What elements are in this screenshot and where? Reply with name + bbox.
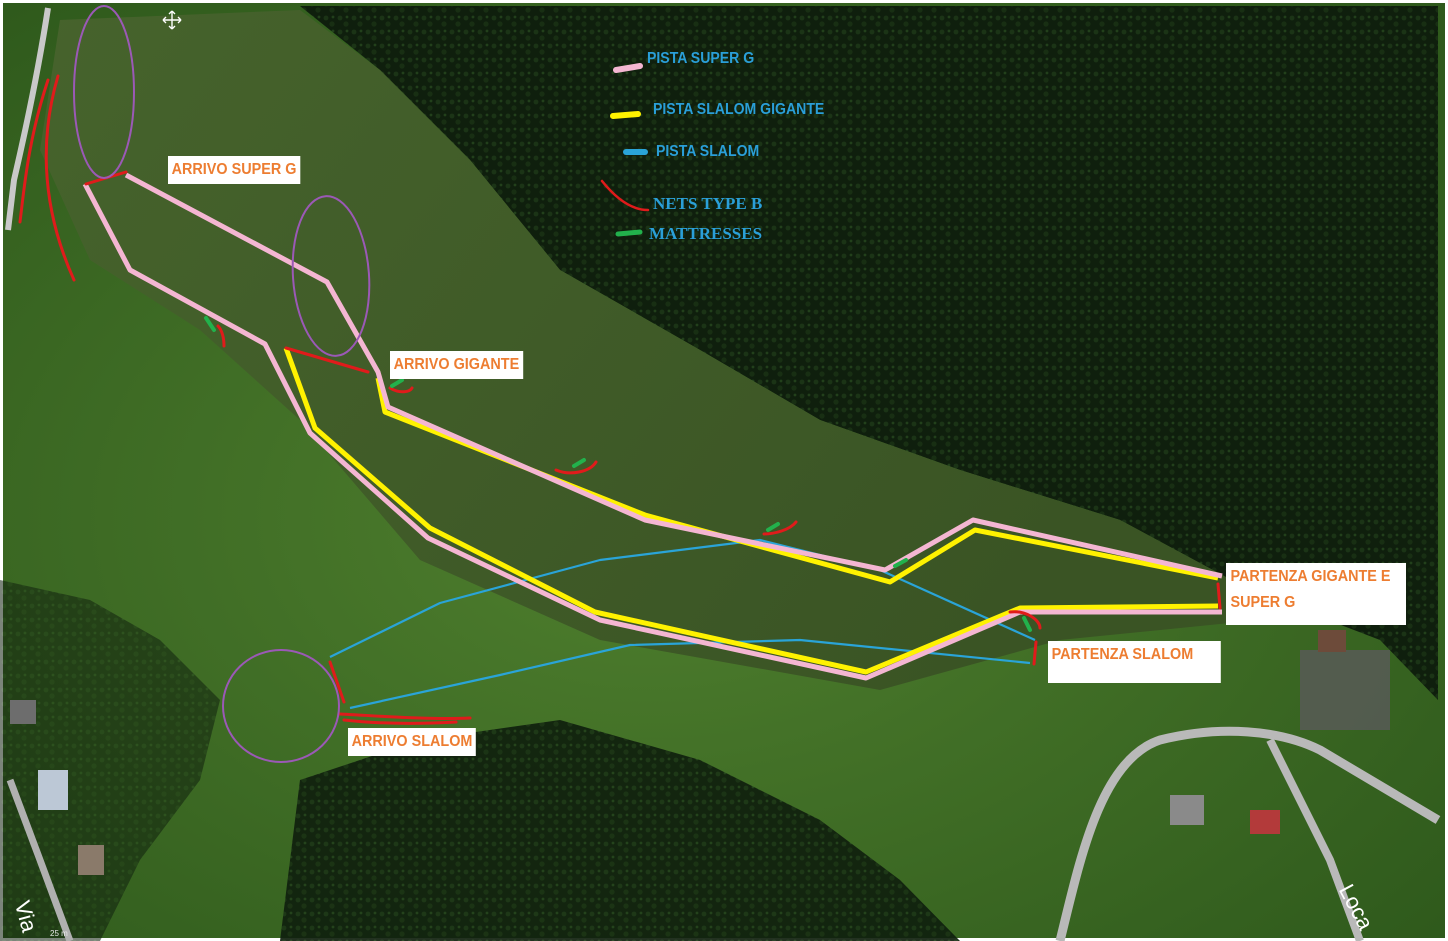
label-arrivo-gigante: ARRIVO GIGANTE: [390, 351, 523, 379]
nets-type-b: [18, 74, 1222, 725]
slope-area: [40, 10, 1260, 690]
legend-swatch-mattresses: [615, 229, 643, 237]
map-scale: 25 m: [50, 929, 68, 938]
pista-gigante-line: [283, 347, 1219, 675]
label-arrivo-slalom: ARRIVO SLALOM: [348, 728, 476, 756]
road-right: [1055, 726, 1441, 941]
label-partenza-gigante-line1: PARTENZA GIGANTE E: [1230, 568, 1391, 585]
road-left: [5, 7, 51, 231]
legend-swatch-gigante: [610, 111, 641, 119]
legend-swatch-nets: [600, 179, 650, 212]
legend-swatches: [600, 63, 650, 237]
move-cursor-icon: [162, 10, 182, 30]
zone-circles: [73, 5, 371, 763]
pista-slalom-line: [329, 538, 1036, 710]
mattresses: [204, 316, 1032, 632]
legend-gigante: PISTA SLALOM GIGANTE: [653, 101, 825, 118]
label-arrivo-super-g: ARRIVO SUPER G: [168, 156, 301, 184]
pista-super-g-line: [82, 172, 1223, 681]
legend-swatch-super-g: [613, 63, 643, 73]
forest-area: [300, 6, 1438, 700]
label-partenza-gigante: PARTENZA GIGANTE E SUPER G: [1226, 563, 1406, 625]
legend-super-g: PISTA SUPER G: [647, 50, 755, 67]
label-partenza-slalom: PARTENZA SLALOM: [1048, 641, 1221, 683]
legend-nets: NETS TYPE B: [653, 194, 763, 213]
forest-patch-left: [0, 580, 220, 941]
label-partenza-gigante-line2: SUPER G: [1230, 594, 1296, 611]
legend-slalom: PISTA SLALOM: [656, 143, 760, 160]
forest-patch-bottom: [280, 720, 960, 941]
legend-mattresses: MATTRESSES: [649, 224, 763, 243]
